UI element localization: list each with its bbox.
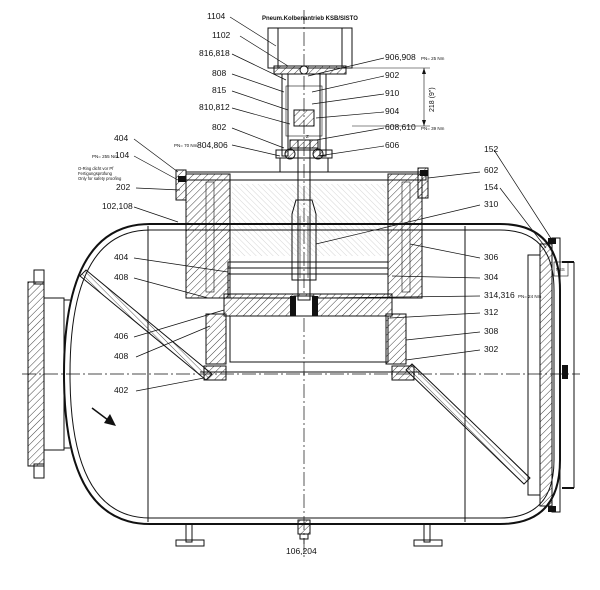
label-152: 152 [484,144,498,154]
label-408-lower: 408 [114,351,128,361]
label-302: 302 [484,344,498,354]
outlet-flange: NSS [527,237,575,513]
part-labels: 1104 1102 816,818 808 815 810,812 802 PN… [78,11,542,556]
label-910: 910 [385,88,399,98]
note-pn39: PN= 39 Nm [421,126,445,131]
valve-piston [205,293,407,365]
note-pn255: PN= 255 Nm [92,154,118,159]
note-oring-de2: Fertigungsprüfung [78,171,113,176]
label-408-upper: 408 [114,272,128,282]
note-pn24: PN= 24 Nm [518,294,542,299]
internal-baffles [79,269,531,485]
label-404-mid: 404 [114,252,128,262]
label-816-818: 816,818 [199,48,230,58]
label-906-908: 906,908 [385,52,416,62]
label-104: 104 [115,150,129,160]
svg-text:Z: Z [306,134,309,139]
label-306: 306 [484,252,498,262]
label-406: 406 [114,331,128,341]
label-815: 815 [212,85,226,95]
label-808: 808 [212,68,226,78]
label-402: 402 [114,385,128,395]
label-404-top: 404 [114,133,128,143]
drawing-title: Pneum.Kolbenantrieb KSB/SISTO [262,16,358,22]
label-606: 606 [385,140,399,150]
label-810-812: 810,812 [199,102,230,112]
dimension-218: 218 (9") [352,67,436,127]
label-308: 308 [484,326,498,336]
label-902: 902 [385,70,399,80]
bonnet-housing [175,167,429,299]
label-310: 310 [484,199,498,209]
label-608-610: 608,610 [385,122,416,132]
dimension-218-label: 218 (9") [429,87,436,112]
nss-label: NSS [556,267,565,272]
leader-lines [133,16,553,544]
label-1102: 1102 [212,30,231,40]
label-312: 312 [484,307,498,317]
label-102-108: 102,108 [102,201,133,211]
flow-direction-arrow [91,407,116,426]
label-304: 304 [484,272,498,282]
label-1104: 1104 [207,11,226,21]
note-pn70: PN= 70 Nm [174,143,198,148]
label-802: 802 [212,122,226,132]
label-602: 602 [484,165,498,175]
note-pn25: PN= 25 Nm [421,56,445,61]
label-804-806: 804,806 [197,140,228,150]
label-202: 202 [116,182,130,192]
note-oring-de: O-Ring dicht vor Pf [78,166,114,171]
label-154: 154 [484,182,498,192]
note-oring-en: Only for safety proofing [78,176,122,181]
label-314-316: 314,316 [484,290,515,300]
label-904: 904 [385,106,399,116]
actuator-yoke: Z [267,27,353,172]
label-106-204: 106,204 [286,546,317,556]
